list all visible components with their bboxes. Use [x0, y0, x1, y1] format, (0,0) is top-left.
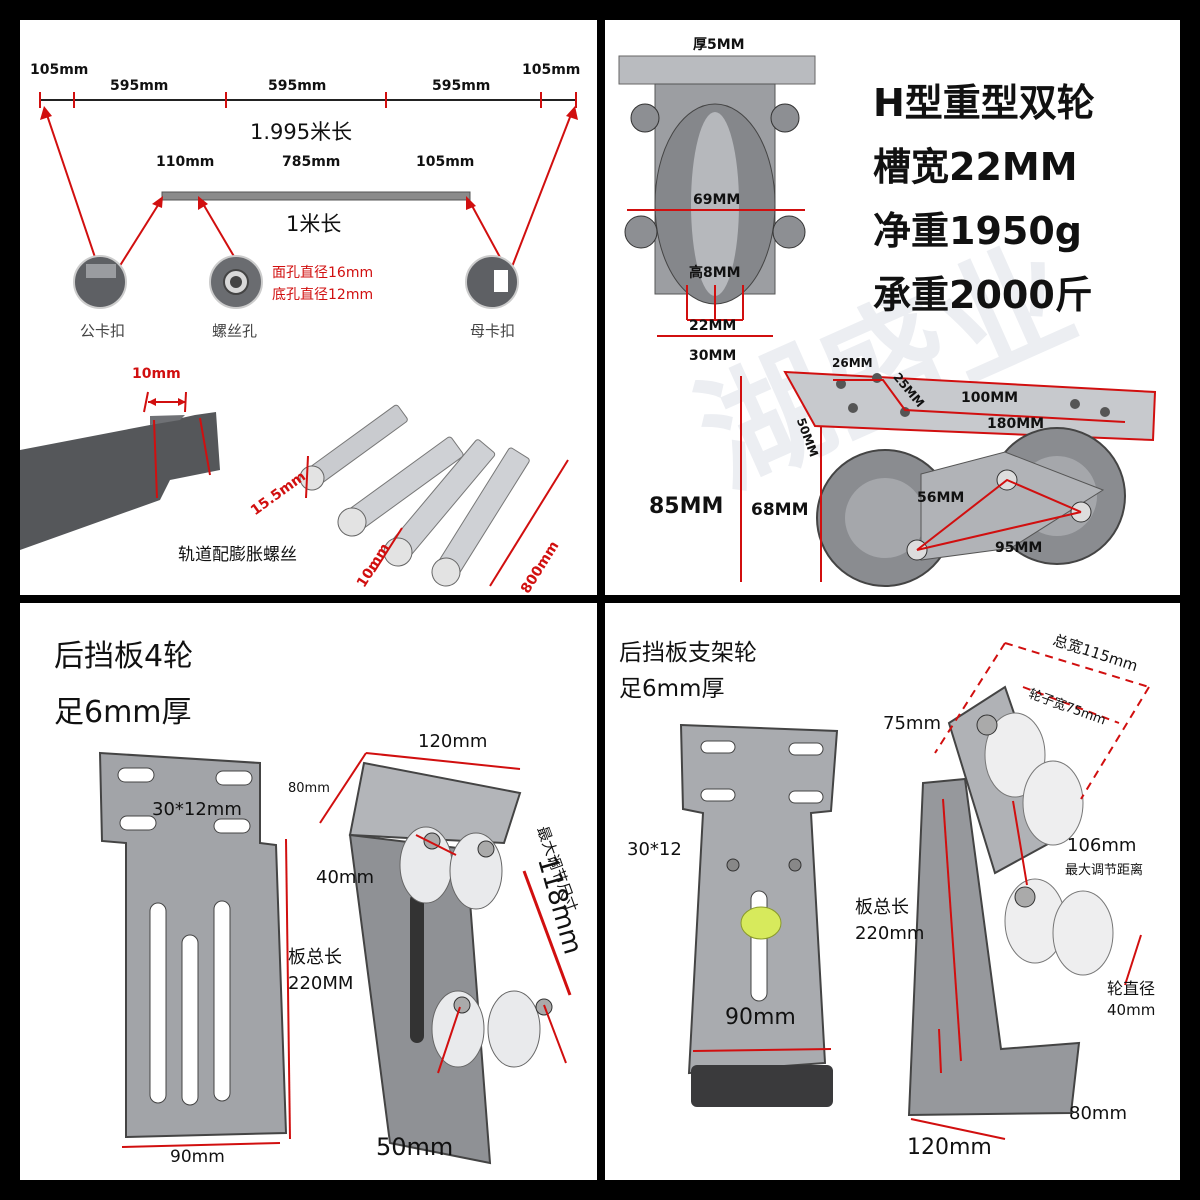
hole-note-top: 面孔直径16mm — [272, 265, 374, 281]
wheel-diameter-label: 轮直径 — [1107, 979, 1156, 998]
label-female-clip: 母卡扣 — [470, 322, 516, 340]
plate-width: 90mm — [725, 1005, 796, 1030]
adjust-distance: 106mm — [1067, 835, 1137, 856]
short-rail-length: 1米长 — [286, 212, 342, 236]
spec-line-3: 净重1950g — [873, 209, 1082, 253]
slot-size: 30*12mm — [152, 799, 242, 820]
bottom-width: 50mm — [376, 1133, 454, 1161]
title-line-1: 后挡板支架轮 — [619, 640, 757, 666]
plate-length-label: 板总长 — [288, 947, 342, 968]
plate-length: 220MM — [288, 973, 354, 994]
baffle-drawing — [98, 751, 572, 1165]
panel-h-wheel: 湖盛业 — [605, 20, 1180, 595]
plate-thickness: 厚5MM — [693, 37, 745, 53]
dim-180: 180MM — [987, 416, 1045, 432]
notch-width: 10mm — [132, 366, 181, 382]
dim-56: 56MM — [917, 490, 965, 506]
plate-width: 90mm — [170, 1147, 225, 1167]
bracket-drawing — [679, 642, 1150, 1140]
panel-rear-baffle-4-wheel: 后挡板4轮 足6mm厚 30*12mm 板总长 220MM 90mm 120mm… — [20, 603, 597, 1180]
dim-top-5: 105mm — [522, 62, 581, 78]
dim-mid-2: 785mm — [282, 154, 341, 170]
dim-85: 85MM — [649, 494, 724, 519]
wheel-spacing: 40mm — [316, 867, 374, 888]
title-line-2: 足6mm厚 — [54, 695, 192, 730]
spec-line-1: H型重型双轮 — [873, 81, 1095, 125]
long-rail-length: 1.995米长 — [250, 120, 353, 144]
wheel-diameter: 40mm — [1107, 1001, 1156, 1019]
dim-75: 75mm — [883, 713, 941, 734]
dim-69: 69MM — [693, 192, 741, 208]
panel-rail-dimensions: 105mm 595mm 595mm 595mm 105mm 1.995米长 11… — [20, 20, 597, 595]
dim-100: 100MM — [961, 390, 1019, 406]
bolt-caption: 轨道配膨胀螺丝 — [178, 545, 297, 565]
dim-mid-3: 105mm — [416, 154, 475, 170]
spec-line-2: 槽宽22MM — [873, 145, 1078, 189]
rail-drawing — [20, 92, 578, 587]
spec-line-4: 承重2000斤 — [873, 273, 1093, 317]
dim-top-4: 595mm — [432, 78, 491, 94]
dim-68: 68MM — [751, 500, 809, 520]
dim-95: 95MM — [995, 540, 1043, 556]
bracket-depth: 80mm — [288, 781, 330, 796]
adjust-distance-label: 最大调节距离 — [1065, 863, 1144, 878]
bottom-depth: 80mm — [1069, 1103, 1127, 1124]
dim-top-1: 105mm — [30, 62, 89, 78]
wheel-drawing — [618, 55, 1157, 587]
plate-length: 220mm — [855, 923, 925, 944]
dim-mid-1: 110mm — [156, 154, 215, 170]
title-line-2: 足6mm厚 — [619, 676, 725, 702]
hole-note-bottom: 底孔直径12mm — [272, 287, 374, 303]
title-line-1: 后挡板4轮 — [54, 639, 194, 674]
label-male-clip: 公卡扣 — [80, 322, 126, 340]
dim-top-2: 595mm — [110, 78, 169, 94]
dim-22: 22MM — [689, 318, 737, 334]
label-screw-hole: 螺丝孔 — [212, 322, 258, 340]
slot-size: 30*12 — [627, 839, 682, 860]
dim-height-8: 高8MM — [689, 265, 741, 281]
bottom-width: 120mm — [907, 1135, 992, 1160]
dim-26: 26MM — [832, 356, 873, 370]
bracket-width: 120mm — [418, 731, 488, 752]
plate-length-label: 板总长 — [855, 897, 909, 918]
panel-rear-baffle-bracket-wheel: 后挡板支架轮 足6mm厚 总宽115mm 轮子宽75mm 75mm 30*12 … — [605, 603, 1180, 1180]
dim-top-3: 595mm — [268, 78, 327, 94]
dim-30: 30MM — [689, 348, 737, 364]
